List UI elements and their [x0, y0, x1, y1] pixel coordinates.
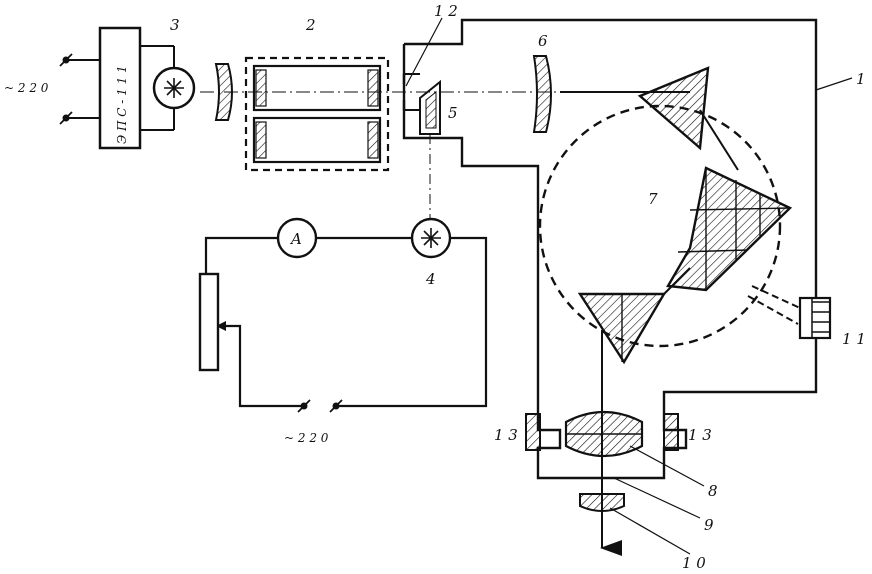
power-top-label: ~ 2 2 0 — [4, 81, 49, 95]
focus-knob-13-right: 1 3 — [663, 413, 712, 451]
label-5: 5 — [448, 104, 458, 122]
objective-lens-8: 8 — [564, 410, 718, 500]
collimator-lens-6: 6 — [532, 32, 552, 133]
label-12: 1 2 — [434, 2, 458, 20]
label-3: 3 — [170, 16, 180, 34]
prism-upper — [637, 66, 739, 171]
lamp-4: 4 — [410, 217, 452, 288]
reference-circuit — [204, 236, 488, 408]
label-13-left: 1 3 — [494, 426, 518, 444]
label-4: 4 — [425, 270, 436, 288]
entrance-slit-12: 1 2 — [402, 2, 458, 111]
prism-lower — [577, 267, 691, 365]
label-8: 8 — [708, 482, 718, 500]
power-input-bottom: ~ 2 2 0 — [284, 399, 343, 445]
label-2: 2 — [305, 16, 316, 34]
eyepiece-10: 1 0 — [579, 493, 706, 572]
power-supply-eps111: Э П С - 1 1 1 — [98, 26, 142, 150]
monochromator-housing-1 — [402, 18, 818, 480]
rheostat — [198, 272, 220, 372]
prism-table-7 — [538, 104, 782, 348]
ammeter: A — [276, 217, 318, 259]
ammeter-label: A — [289, 230, 302, 248]
label-7: 7 — [648, 190, 658, 208]
power-input-top: ~ 2 2 0 — [4, 53, 100, 125]
mirror-5: 5 — [419, 79, 458, 222]
cuvette-holder-2: 2 — [244, 16, 390, 172]
label-1: 1 — [856, 70, 866, 88]
lamp-3: 3 — [140, 16, 196, 131]
exit-slit-9: 9 — [580, 477, 714, 534]
label-10: 1 0 — [682, 554, 706, 572]
label-11: 1 1 — [842, 330, 866, 348]
label-6: 6 — [538, 32, 548, 50]
label-9: 9 — [704, 516, 714, 534]
power-supply-label: Э П С - 1 1 1 — [115, 65, 129, 144]
prism-central — [666, 166, 793, 292]
detector-11: 1 1 — [747, 285, 866, 348]
power-bottom-label: ~ 2 2 0 — [284, 431, 329, 445]
focus-knob-13-left: 1 3 — [494, 413, 541, 451]
label-13-right: 1 3 — [688, 426, 712, 444]
